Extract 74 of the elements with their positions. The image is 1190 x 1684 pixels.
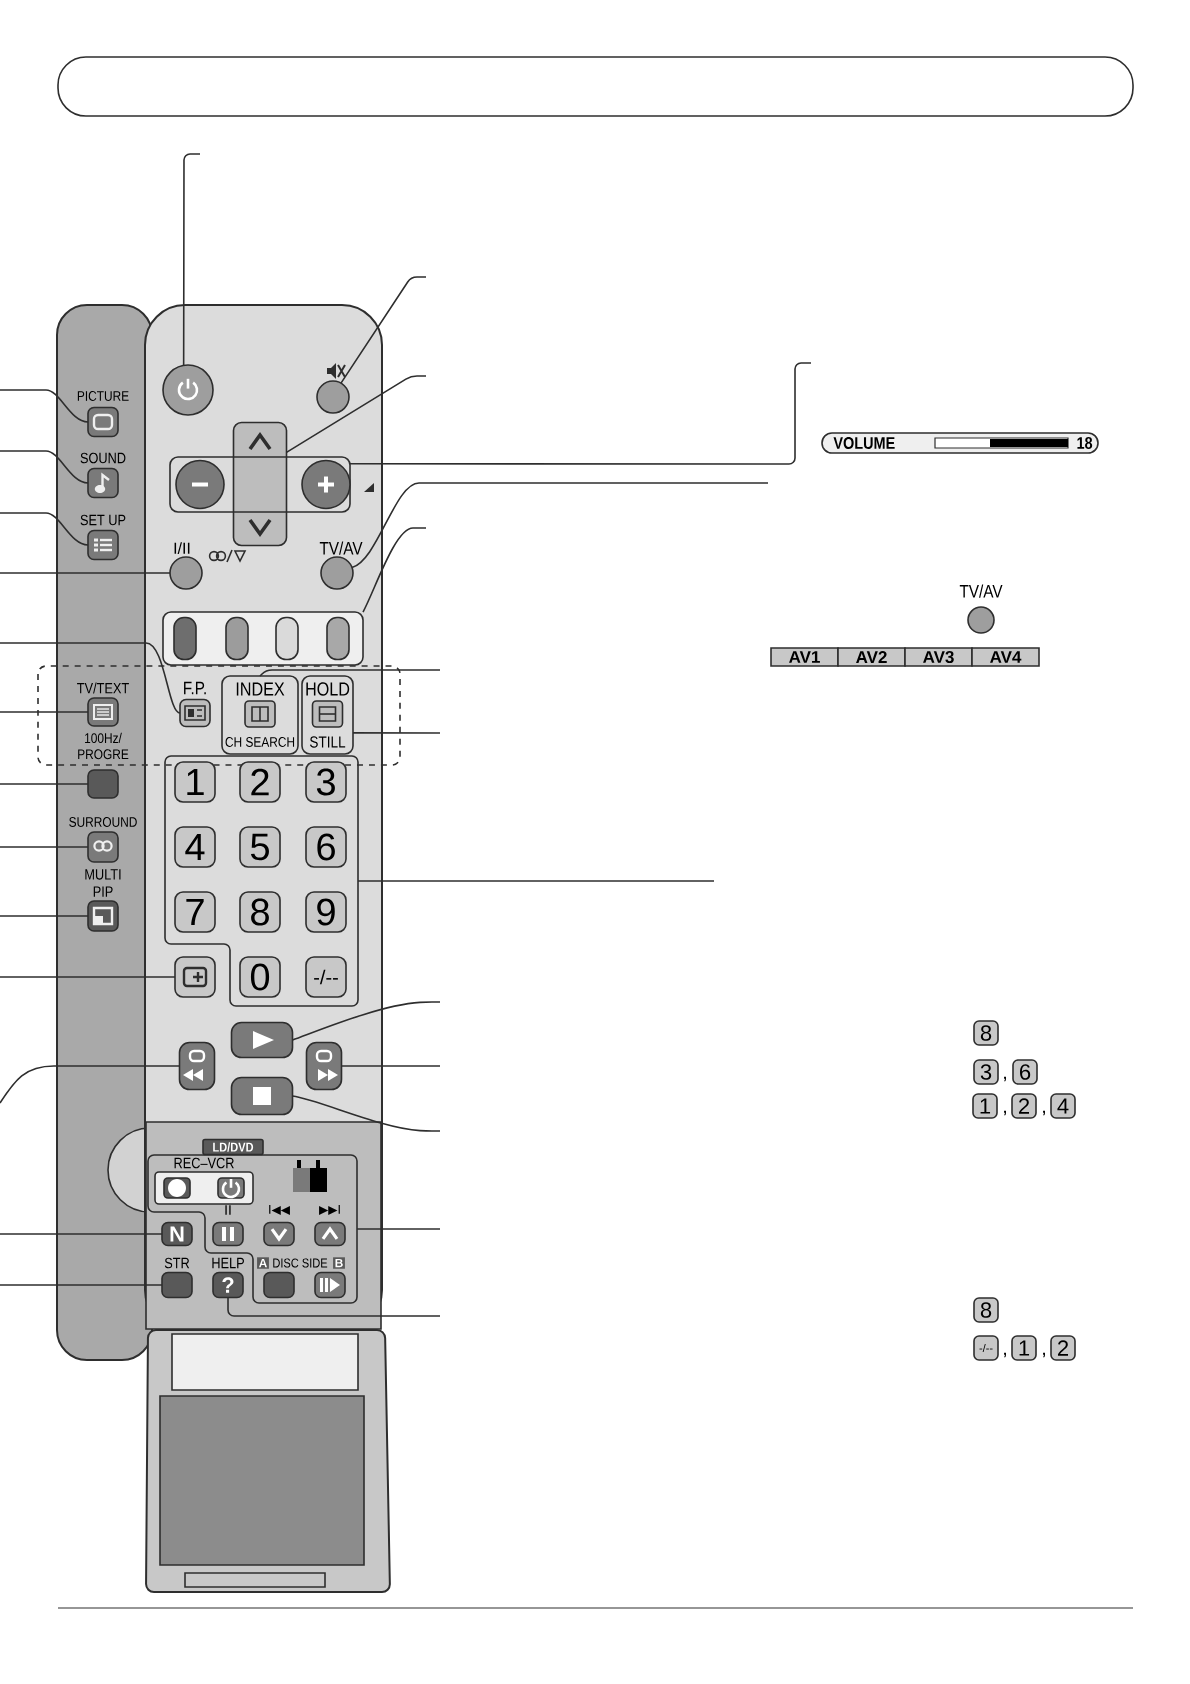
- leader-line: [0, 642, 181, 714]
- button: [263, 1271, 295, 1299]
- input-segment: AV3: [904, 647, 973, 667]
- leader-line: [291, 1001, 441, 1041]
- number-key: 9: [305, 891, 347, 933]
- button-caption: 100Hz/ PROGRE: [78, 732, 129, 760]
- button: ?: [212, 1271, 244, 1299]
- leader-line: [362, 527, 427, 613]
- button-caption: CH SEARCH: [225, 737, 295, 747]
- number-key: 5: [239, 826, 281, 868]
- leader-line: [0, 512, 89, 546]
- separator-comma: ,: [1004, 1110, 1006, 1116]
- button-caption: STR: [164, 1257, 190, 1269]
- leader-line: [0, 1233, 163, 1235]
- leader-line: [357, 880, 715, 882]
- separator-comma: ,: [1043, 1352, 1045, 1358]
- button-caption: HOLD: [306, 682, 350, 696]
- leader-line: [349, 362, 812, 465]
- button-caption: ▶▶I: [319, 1204, 340, 1216]
- button-caption: DISC SIDE: [273, 1258, 328, 1268]
- button-caption: 18: [1077, 437, 1093, 449]
- leader-line: [0, 1065, 181, 1104]
- leader-line: [356, 1228, 441, 1230]
- number-key: 4: [174, 826, 216, 868]
- button-caption: SET UP: [80, 514, 126, 526]
- separator-comma: ,: [1004, 1076, 1006, 1082]
- leader-line: [0, 389, 89, 423]
- number-key: 6: [305, 826, 347, 868]
- button-caption: REC–VCR: [174, 1157, 234, 1169]
- input-segment: AV4: [971, 647, 1040, 667]
- number-key: 7: [174, 891, 216, 933]
- button-caption: SOUND: [80, 452, 126, 464]
- button-caption: INDEX: [236, 682, 285, 696]
- leader-line: [0, 572, 171, 574]
- leader-line: [0, 711, 89, 713]
- input-segment: AV2: [837, 647, 906, 667]
- button: N: [161, 1221, 193, 1247]
- number-key: 0: [239, 956, 281, 998]
- button-caption: F.P.: [184, 681, 206, 695]
- leader-line: [0, 915, 89, 917]
- input-segment: AV1: [770, 647, 839, 667]
- number-key: 2: [239, 761, 281, 803]
- button-caption: HELP: [212, 1257, 244, 1269]
- button-caption: B: [333, 1257, 345, 1269]
- button-caption: STILL: [310, 736, 346, 748]
- button-caption: VOLUME: [833, 437, 895, 449]
- leader-line: [0, 1284, 163, 1286]
- button-caption: II: [225, 1205, 231, 1215]
- separator-comma: ,: [1043, 1110, 1045, 1116]
- leader-line: [182, 153, 201, 367]
- button-caption: PICTURE: [77, 391, 129, 401]
- number-key: -/--: [305, 956, 347, 998]
- button-caption: SURROUND: [69, 817, 137, 827]
- leader-line: [352, 732, 441, 734]
- button-caption: A: [257, 1257, 269, 1269]
- number-key: 8: [239, 891, 281, 933]
- leader-line: [291, 1095, 441, 1132]
- button-caption: TV/TEXT: [77, 682, 129, 694]
- leader-line: [351, 482, 769, 569]
- leader-line: [0, 783, 89, 785]
- button-caption: MULTI PIP: [85, 869, 121, 897]
- tab-label: LD/DVD: [202, 1138, 264, 1156]
- button-caption: I◀◀: [269, 1204, 290, 1216]
- number-key: 1: [174, 761, 216, 803]
- button-caption: TV/AV: [959, 584, 1003, 598]
- leader-line: [0, 846, 89, 848]
- separator-comma: ,: [1004, 1352, 1006, 1358]
- number-key: 3: [305, 761, 347, 803]
- leader-line: [0, 450, 89, 484]
- leader-line: [0, 976, 176, 978]
- leader-line: [340, 1065, 441, 1067]
- button-caption: I/II: [174, 542, 190, 554]
- leader-line: [340, 276, 427, 384]
- button-caption: TV/AV: [319, 541, 363, 555]
